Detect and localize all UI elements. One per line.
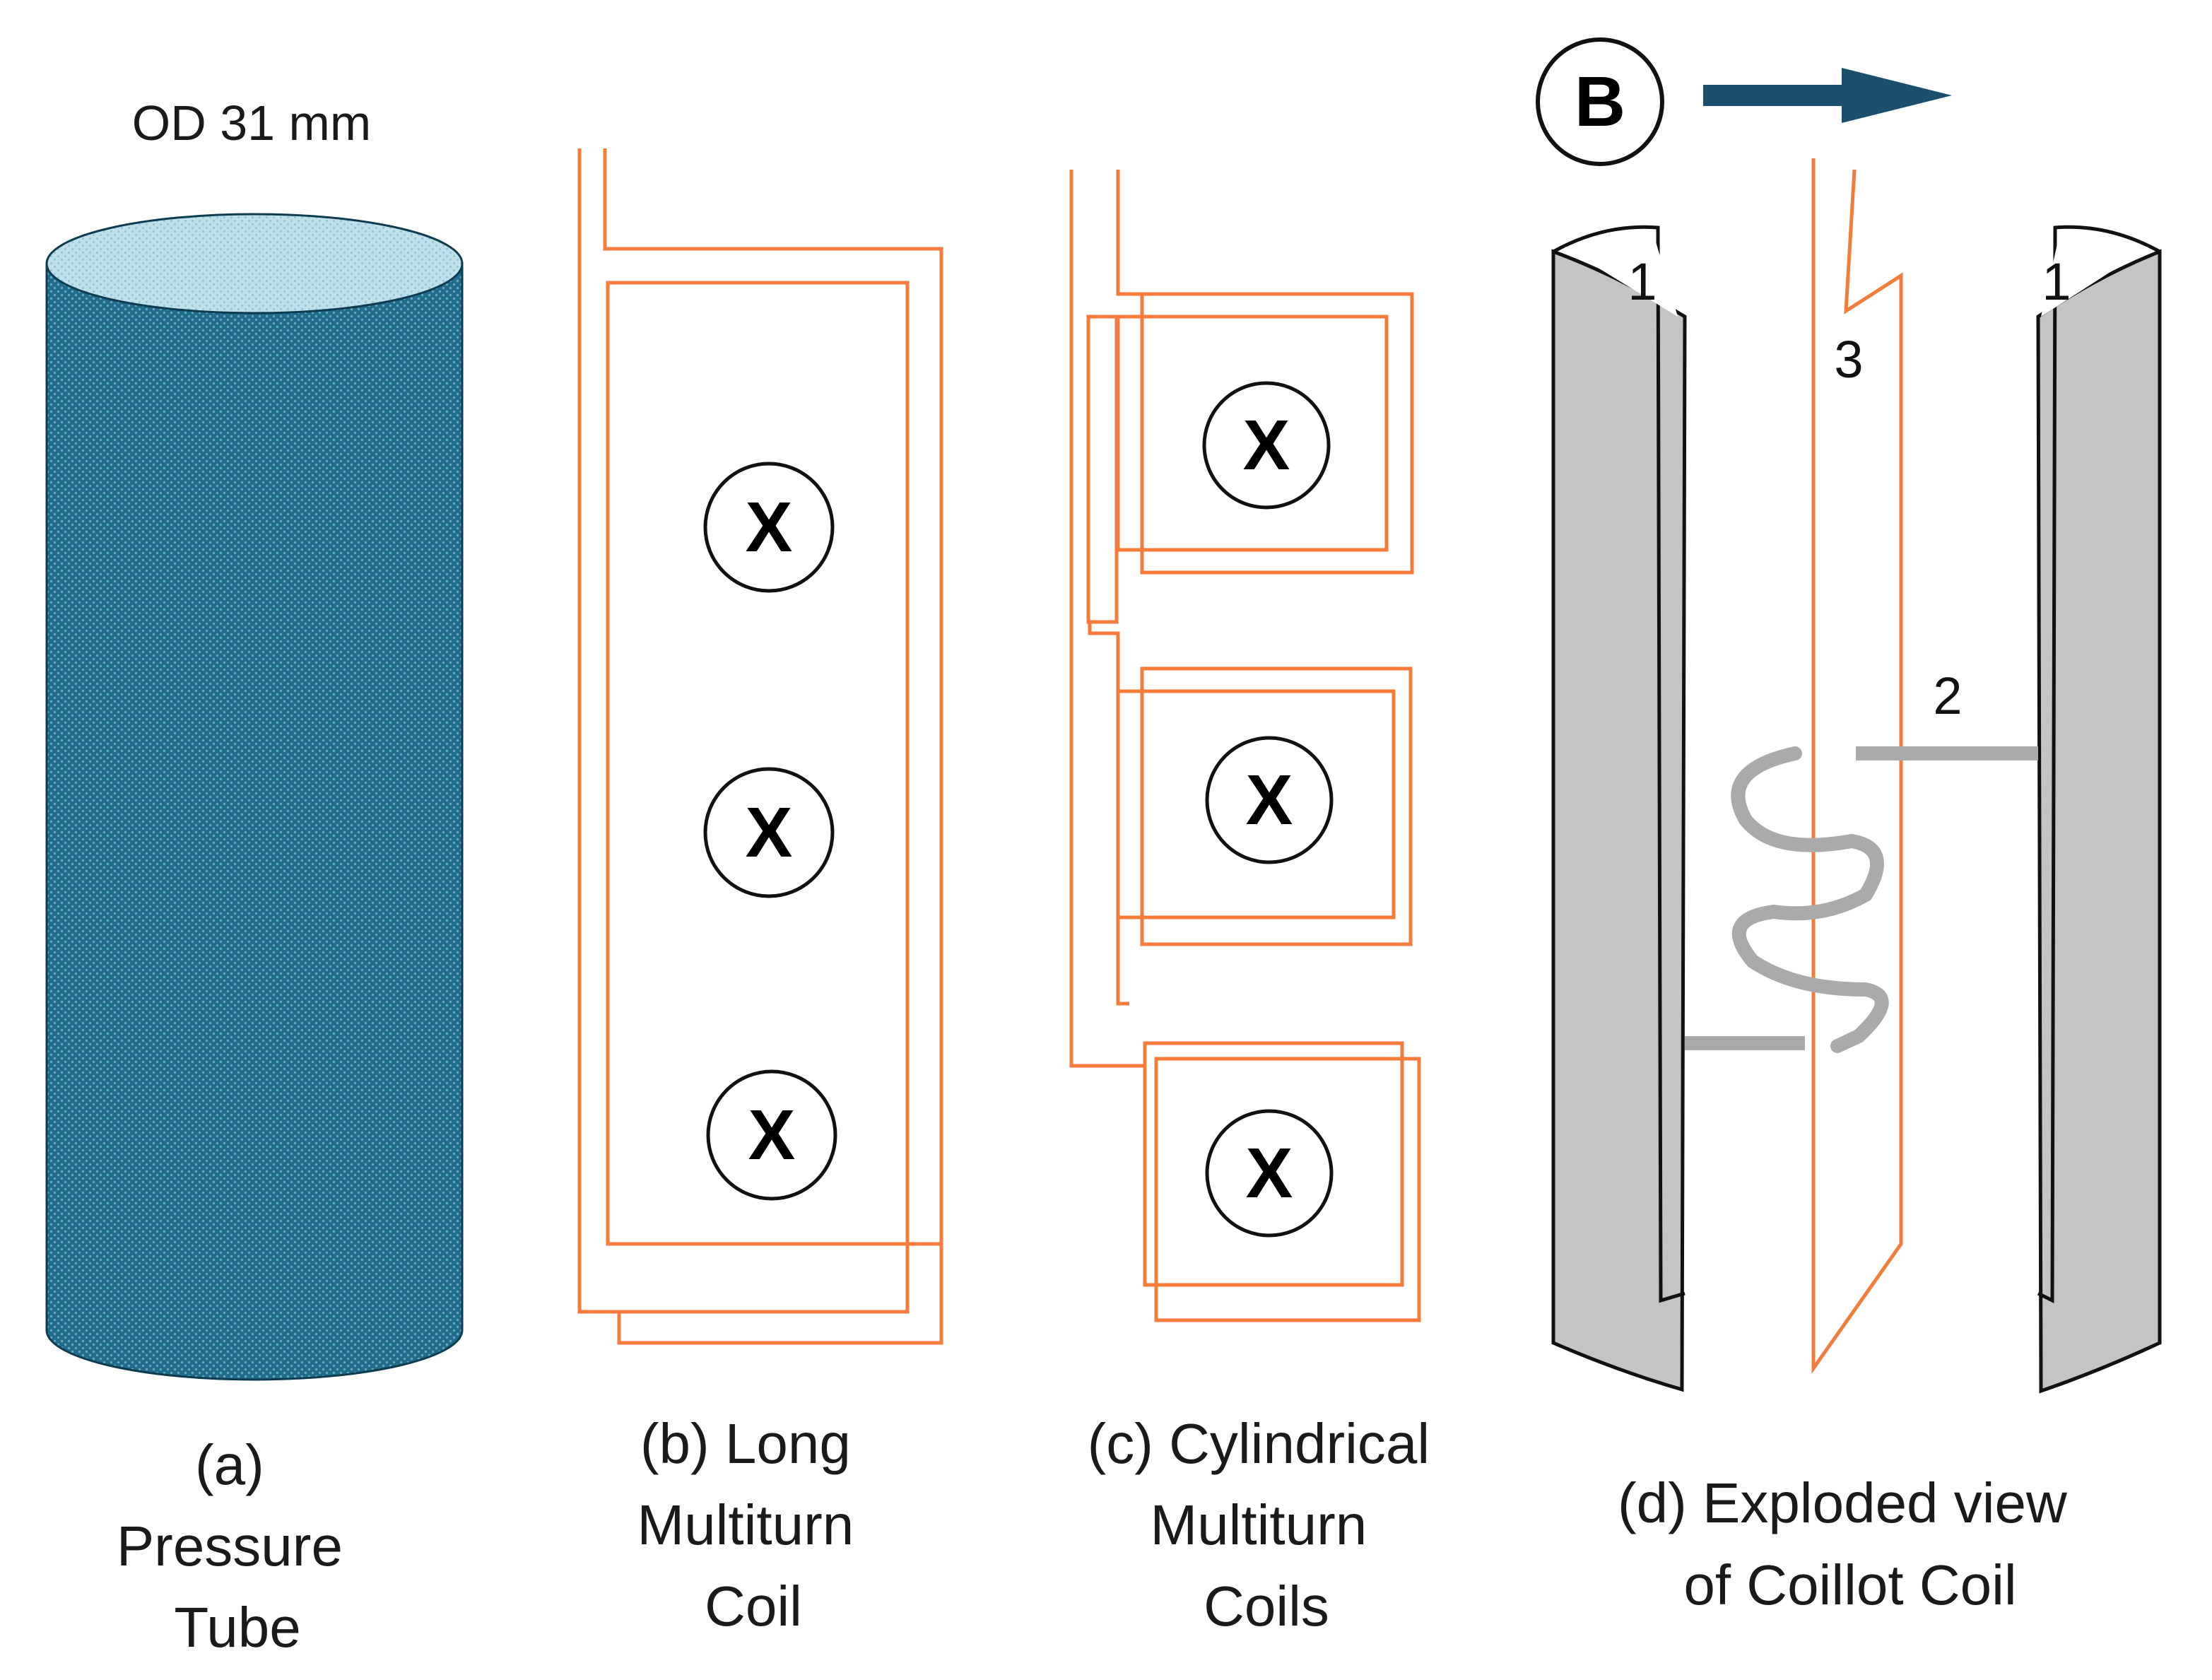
winding-wire: 2: [1685, 666, 2038, 1053]
core-label-3: 3: [1834, 330, 1863, 389]
long-coil-wire: [577, 148, 943, 1314]
panel-a-caption: (a) Pressure Tube: [117, 1433, 358, 1659]
right-arrow-icon: [1703, 68, 1952, 123]
coil-2: [1116, 666, 1413, 946]
panel-a-caption-line: Pressure: [117, 1515, 343, 1578]
panel-a-caption-line: Tube: [174, 1596, 300, 1659]
coil-1: [1086, 292, 1414, 624]
right-shell: 1: [2036, 225, 2162, 1394]
panel-b-caption-line: (b) Long: [640, 1412, 851, 1475]
circled-x-icon: X: [706, 1069, 837, 1201]
x-mark: X: [746, 793, 793, 872]
panel-c-cylindrical-multiturn-coils: X X X (c) Cylindrical Multiturn Coils: [1069, 170, 1446, 1638]
x-mark: X: [746, 488, 793, 567]
x-mark: X: [748, 1095, 796, 1175]
panel-b-caption-line: Coil: [705, 1575, 802, 1638]
circled-x-icon: X: [703, 767, 835, 898]
core-strip: 3: [1811, 158, 1903, 1374]
panel-b-caption: (b) Long Multiturn Coil: [637, 1412, 870, 1638]
panel-b-long-multiturn-coil: X X X (b) Long Multiturn Coil: [577, 148, 943, 1638]
x-mark: X: [1246, 760, 1293, 840]
panel-d-exploded-coillot-coil: B 1 1 3 2: [1536, 37, 2162, 1616]
od-label: OD 31 mm: [132, 95, 371, 151]
panel-a-pressure-tube: OD 31 mm (a) Pressure Tube: [45, 95, 464, 1659]
panel-d-caption: (d) Exploded view of Coillot Coil: [1618, 1472, 2083, 1616]
panel-c-caption: (c) Cylindrical Multiturn Coils: [1088, 1412, 1446, 1638]
circled-x-icon: X: [1205, 736, 1334, 864]
x-mark: X: [1243, 406, 1290, 485]
shell-label-1: 1: [2042, 252, 2071, 311]
panel-d-caption-line: of Coillot Coil: [1683, 1553, 2016, 1616]
feed-wire-right: [1116, 170, 1142, 296]
x-mark: X: [1246, 1134, 1293, 1213]
panel-c-caption-line: Coils: [1204, 1575, 1329, 1638]
long-coil-return: [617, 1244, 943, 1345]
panel-b-caption-line: Multiturn: [637, 1493, 854, 1556]
field-b-label: B: [1575, 62, 1625, 141]
left-shell: 1: [1551, 225, 1687, 1392]
field-b-symbol: B: [1536, 37, 1664, 166]
coil-3: [1143, 1041, 1421, 1322]
tube-body: [45, 262, 464, 1381]
circled-x-icon: X: [1202, 381, 1331, 510]
feed-wire-left: [1069, 170, 1145, 1068]
panel-c-caption-line: Multiturn: [1151, 1493, 1367, 1556]
panel-c-caption-line: (c) Cylindrical: [1088, 1412, 1430, 1475]
wire-label-2: 2: [1933, 666, 1962, 725]
circled-x-icon: X: [1205, 1109, 1334, 1238]
panel-d-caption-line: (d) Exploded view: [1618, 1472, 2067, 1534]
feed-wire-link-1: [1088, 622, 1129, 1006]
panel-a-caption-line: (a): [195, 1433, 264, 1496]
shell-label-1: 1: [1628, 252, 1657, 311]
tube-top: [45, 213, 464, 315]
circled-x-icon: X: [703, 462, 835, 593]
